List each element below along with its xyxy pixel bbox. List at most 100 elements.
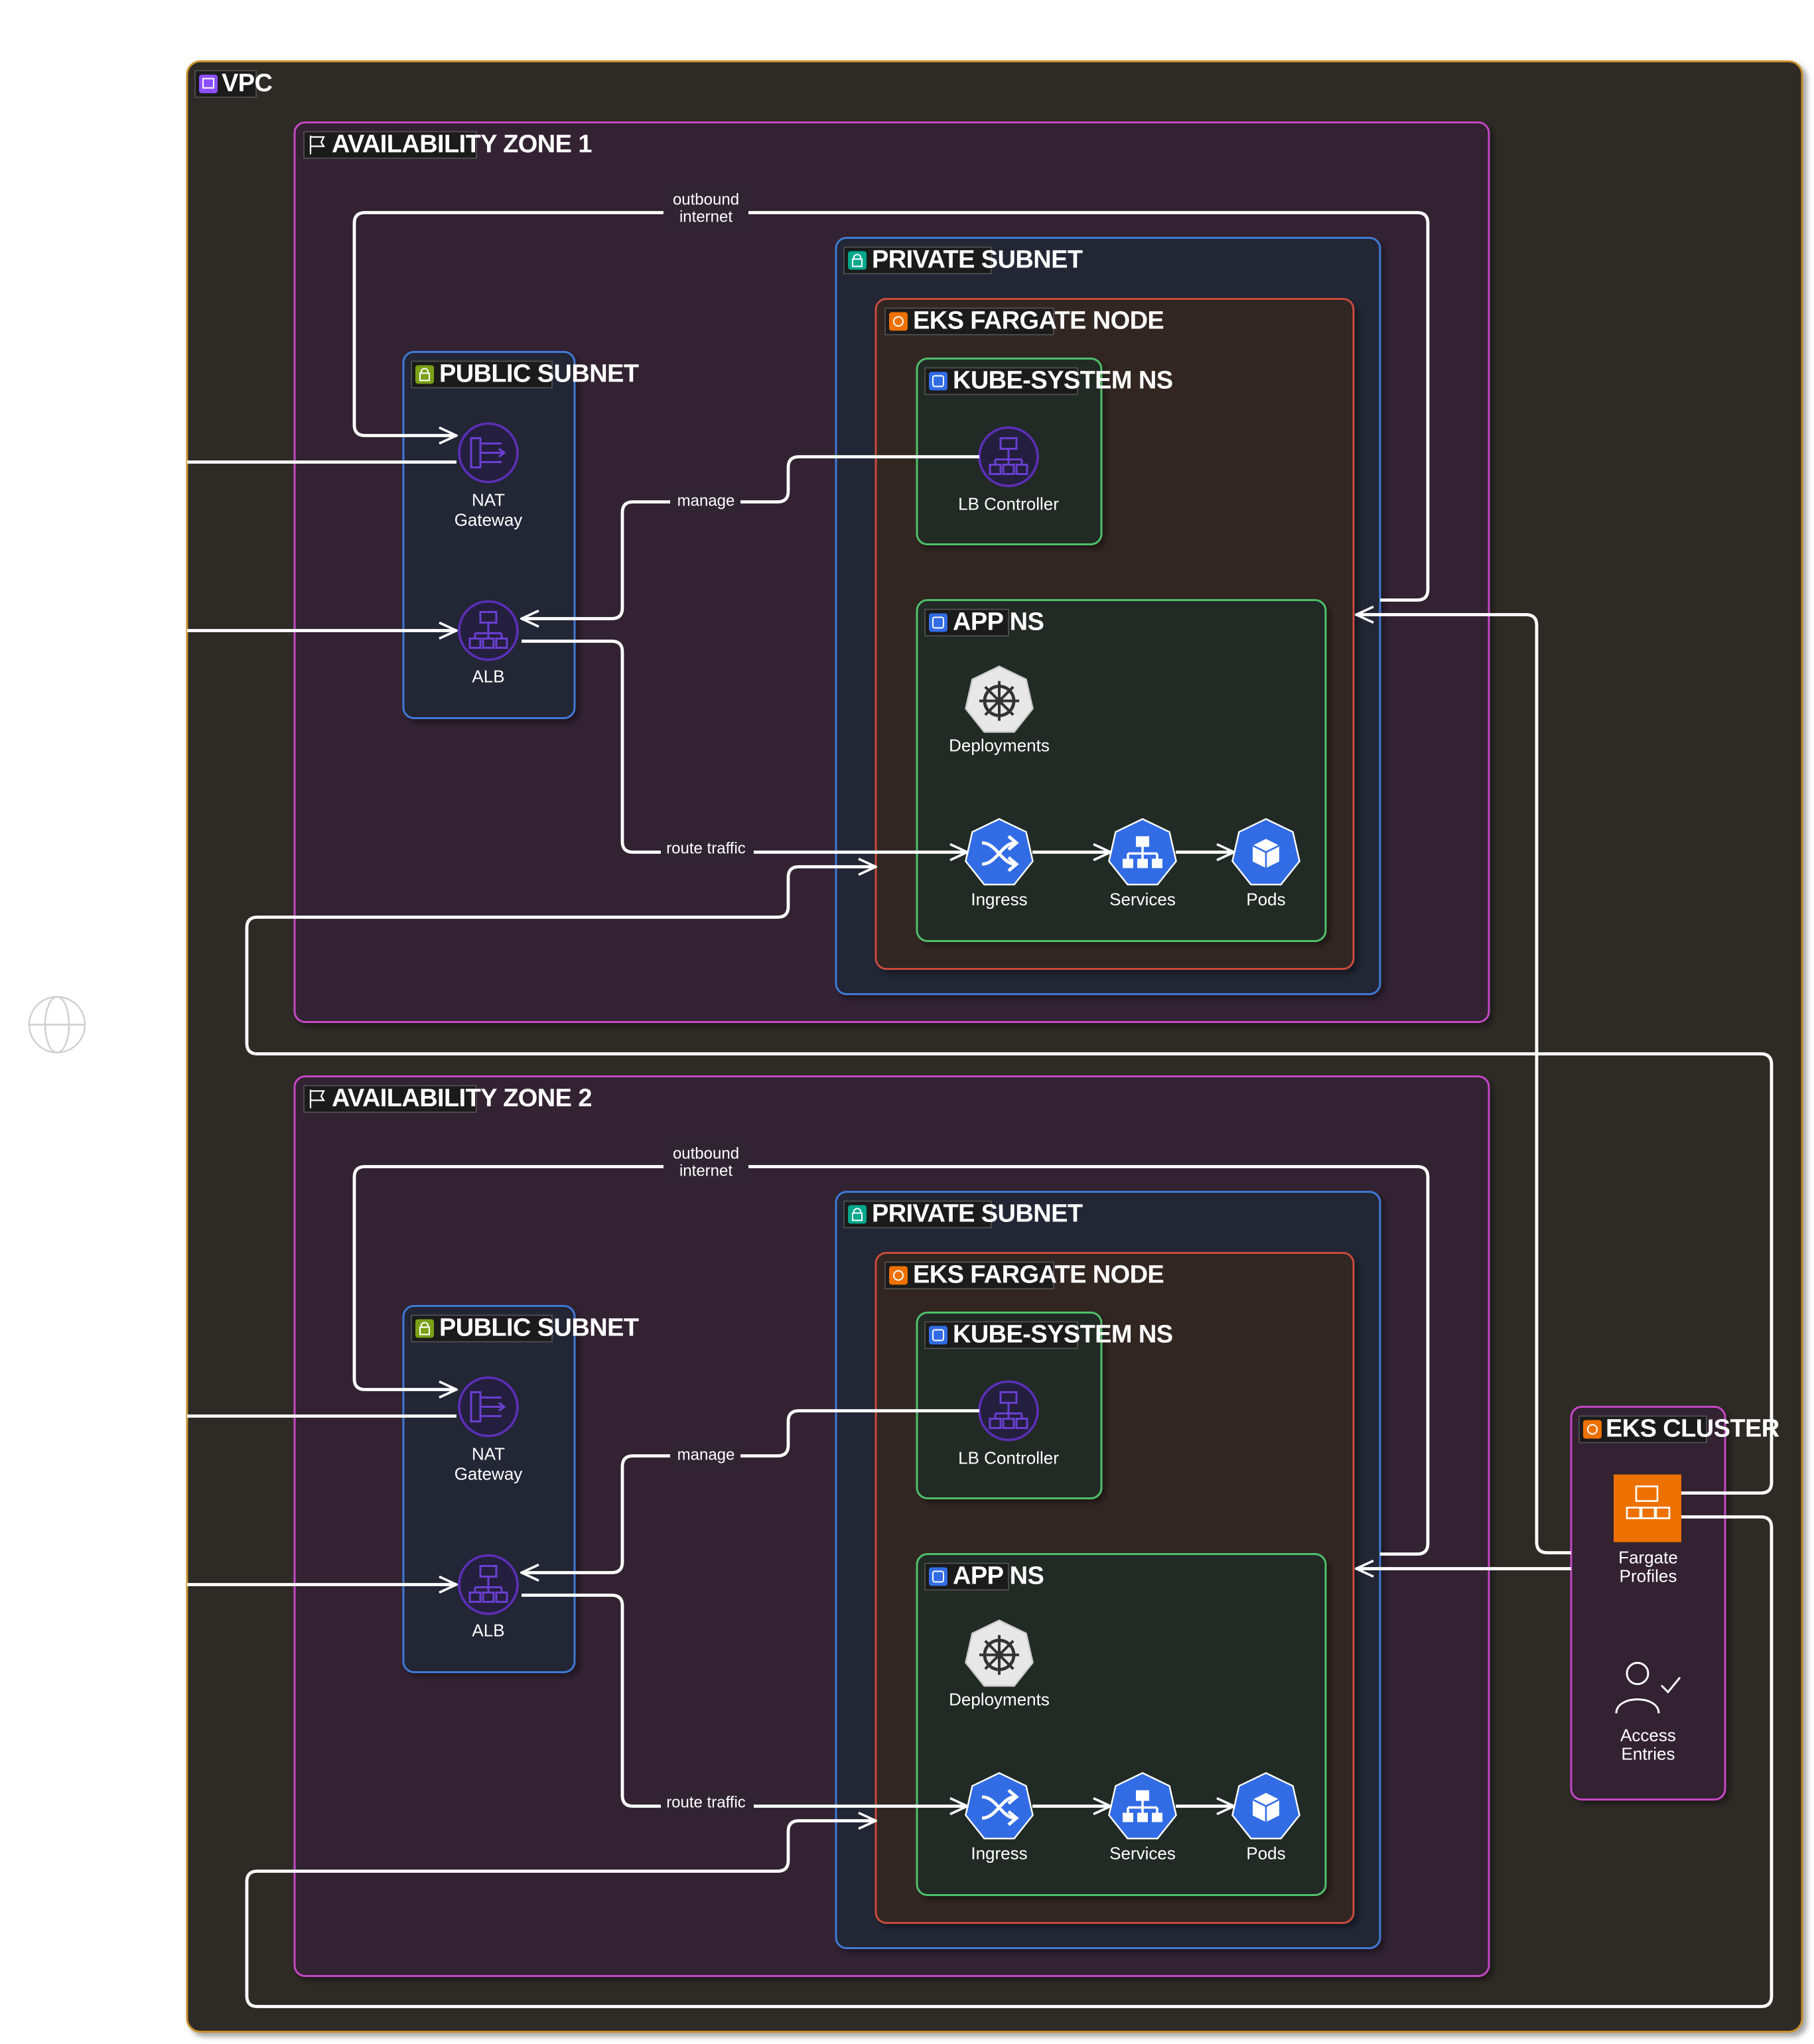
outbound-label-1: outbound [673,191,739,209]
lb-controller-node[interactable]: LB Controller [958,1380,1059,1468]
ingress-label: Ingress [971,1844,1027,1864]
alb-label: ALB [472,667,504,687]
fargate-node-tag [884,1261,1054,1290]
namespace-icon [929,1567,947,1586]
access-entries-node[interactable]: Access Entries [1615,1662,1681,1764]
services-node[interactable]: Services [1108,1772,1177,1864]
pods-node[interactable]: Pods [1231,818,1300,910]
kubernetes-helm-icon [965,1619,1034,1687]
edge-route-traffic [522,1594,967,1806]
private-subnet-label: PRIVATE SUBNET [872,1200,1083,1228]
globe-icon [28,996,86,1054]
access-entries-label-1: Access [1620,1726,1676,1745]
fargate-profiles-icon [1614,1474,1681,1542]
flag-icon [309,135,326,155]
public-subnet-label: PUBLIC SUBNET [439,360,639,388]
zone-connectors [187,211,1430,852]
namespace-icon [929,613,947,632]
access-entries-label-2: Entries [1622,1744,1675,1764]
lb-controller-label: LB Controller [958,1448,1059,1468]
private-subnet-tag [843,246,992,275]
vpc-icon [199,74,218,94]
alb-node[interactable]: ALB [458,600,519,687]
edge-fargate-to-node-z1 [1356,615,1571,1554]
outbound-label-2: internet [679,208,733,226]
kube-system-ns-tag [924,1321,1078,1349]
lock-icon [848,1205,867,1224]
nat-gateway-label-1: NAT [472,490,505,510]
public-subnet-tag [411,1314,553,1343]
fargate-icon [889,312,908,331]
fargate-node-tag [884,307,1054,336]
app-ns-label: APP NS [953,1562,1044,1590]
pods-label: Pods [1246,1844,1285,1864]
kubernetes-helm-icon [965,665,1034,733]
nat-gateway-icon [458,1376,519,1438]
public-subnet-tag [411,360,553,389]
services-icon [1108,1772,1177,1840]
availability-zone-label: AVAILABILITY ZONE 2 [332,1085,592,1113]
nat-gateway-label-1: NAT [472,1444,505,1464]
ingress-icon [965,1772,1034,1840]
alb-icon [458,1554,519,1615]
pods-label: Pods [1246,890,1285,910]
deployments-node[interactable]: Deployments [949,665,1050,756]
fargate-node-label: EKS FARGATE NODE [913,307,1164,335]
app-ns-label: APP NS [953,608,1044,636]
route-traffic-label: route traffic [666,840,746,858]
public-subnet-box [402,1305,576,1673]
namespace-icon [929,372,947,391]
manage-label: manage [677,492,735,510]
lb-controller-label: LB Controller [958,494,1059,514]
edge-outbound-internet [352,211,1430,602]
cluster-connectors [245,615,1774,2008]
nat-gateway-icon [458,422,519,484]
lock-icon [415,365,434,384]
alb-icon [978,426,1039,488]
ingress-label: Ingress [971,890,1027,910]
edge-profiles-loop-z1 [245,867,1774,1495]
alb-node[interactable]: ALB [458,1554,519,1641]
availability-zone-tag [303,1085,477,1113]
kube-system-ns-tag [924,367,1078,395]
ingress-node[interactable]: Ingress [965,818,1034,910]
ingress-node[interactable]: Ingress [965,1772,1034,1864]
lock-icon [415,1319,434,1338]
fargate-node-label: EKS FARGATE NODE [913,1261,1164,1289]
eks-cluster-label: EKS CLUSTER [1606,1415,1779,1443]
deployments-label: Deployments [949,736,1050,756]
edge-outbound-internet [352,1165,1430,1556]
alb-icon [458,600,519,661]
eks-cluster-group: EKS CLUSTER Fargate Profiles Access Entr… [1570,1406,1779,1801]
fargate-profiles-label-1: Fargate [1618,1548,1678,1568]
services-icon [1108,818,1177,886]
nat-gateway-label-2: Gateway [454,510,523,530]
manage-label: manage [677,1446,735,1464]
deployments-label: Deployments [949,1690,1050,1710]
outbound-label-1: outbound [673,1145,739,1163]
namespace-icon [929,1326,947,1345]
private-subnet-tag [843,1200,992,1229]
deployments-node[interactable]: Deployments [949,1619,1050,1710]
pod-icon [1231,818,1300,886]
vpc-label: VPC [222,70,272,98]
lb-controller-node[interactable]: LB Controller [958,426,1059,514]
fargate-profiles-label-2: Profiles [1620,1566,1677,1586]
pods-node[interactable]: Pods [1231,1772,1300,1864]
services-node[interactable]: Services [1108,818,1177,910]
edge-profiles-loop-z2 [245,1515,1774,2008]
pod-icon [1231,1772,1300,1840]
alb-label: ALB [472,1621,504,1641]
services-label: Services [1109,1844,1176,1864]
route-traffic-label: route traffic [666,1794,746,1812]
public-subnet-box [402,351,576,719]
fargate-icon [1583,1420,1602,1439]
fargate-profiles-node[interactable]: Fargate Profiles [1614,1474,1681,1586]
fargate-icon [889,1266,908,1285]
